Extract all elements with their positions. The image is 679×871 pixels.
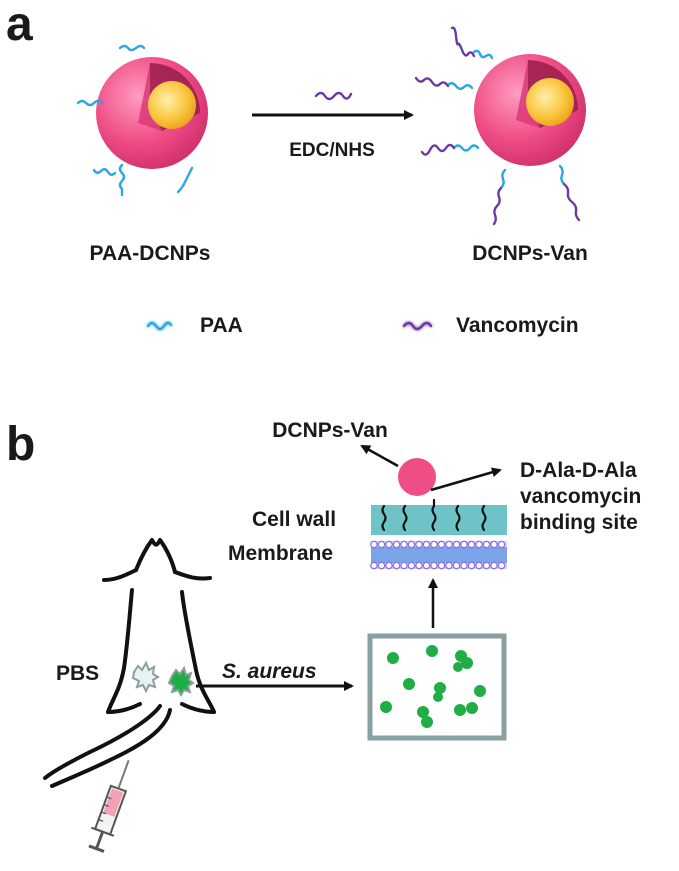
lipid-head: [490, 540, 498, 549]
nanoparticle-label: DCNPs-Van: [272, 419, 388, 442]
paa-dcnps-label: PAA-DCNPs: [90, 242, 211, 265]
lipid-head: [407, 561, 416, 570]
vancomycin-reagent-squiggle: [314, 91, 353, 101]
cell-wall: [371, 505, 507, 535]
lipid-head: [385, 540, 393, 549]
membrane: [370, 540, 507, 570]
panel-a-letter: a: [6, 0, 33, 51]
panel-b-letter: b: [6, 418, 35, 471]
cell-wall-label: Cell wall: [252, 508, 336, 531]
lipid-head: [392, 561, 401, 570]
legend-paa-label: PAA: [200, 314, 243, 337]
legend: PAA Vancomycin: [146, 314, 579, 337]
binding-site-label-line2: vancomycin: [520, 485, 641, 508]
lipid-head: [482, 540, 491, 549]
binding-site-label-line1: D-Ala-D-Ala: [520, 459, 637, 482]
vancomycin-chains-right: [414, 26, 581, 226]
lipid-head: [430, 561, 438, 570]
binding-site-label-line3: binding site: [520, 511, 638, 534]
lipid-head: [467, 540, 476, 549]
dcnp-van-particle: [474, 54, 586, 166]
lipid-head: [377, 561, 386, 570]
lipid-head: [475, 561, 483, 570]
lipid-head: [370, 561, 378, 570]
lipid-head: [452, 561, 461, 570]
lipid-head: [400, 561, 408, 570]
lipid-head: [400, 540, 408, 549]
pbs-label: PBS: [56, 662, 99, 685]
lipid-head: [377, 540, 386, 549]
lipid-head: [437, 561, 446, 570]
cell-wall-peptides: [381, 498, 487, 532]
lipid-head: [407, 540, 416, 549]
lipid-head: [422, 561, 431, 570]
lipid-head: [490, 561, 498, 570]
bacteria-dots: [380, 645, 486, 728]
lipid-head: [437, 540, 446, 549]
lipid-head: [475, 540, 483, 549]
paa-chains-right: [446, 49, 566, 190]
membrane-label: Membrane: [228, 542, 333, 565]
mouse-outline: [43, 538, 216, 788]
lipid-head: [452, 540, 461, 549]
s-aureus-label: S. aureus: [222, 660, 317, 683]
lipid-head: [497, 561, 506, 570]
pbs-injection-site: [131, 660, 160, 694]
legend-vancomycin-label: Vancomycin: [456, 314, 579, 337]
lipid-head: [445, 561, 453, 570]
lipid-head: [385, 561, 393, 570]
syringe-icon: [88, 760, 130, 853]
lipid-head: [430, 540, 438, 549]
lipid-head: [497, 540, 506, 549]
lipid-head: [415, 561, 423, 570]
paa-dcnp-particle: [96, 57, 208, 169]
dcnps-van-label: DCNPs-Van: [472, 242, 588, 265]
nanoparticle: [398, 458, 436, 496]
lipid-head: [370, 540, 378, 549]
lipid-head: [445, 540, 453, 549]
reagent-label: EDC/NHS: [289, 140, 375, 161]
s-aureus-injection-site: [167, 665, 195, 697]
binding-site-pointer-arrow: [430, 467, 502, 492]
lipid-head: [482, 561, 491, 570]
paa-chains-left: [76, 44, 194, 197]
lipid-head: [392, 540, 401, 549]
lipid-head: [460, 540, 468, 549]
lipid-head: [460, 561, 468, 570]
lipid-head: [415, 540, 423, 549]
nanoparticle-pointer-arrow: [360, 444, 399, 468]
lipid-head: [467, 561, 476, 570]
lipid-head: [422, 540, 431, 549]
